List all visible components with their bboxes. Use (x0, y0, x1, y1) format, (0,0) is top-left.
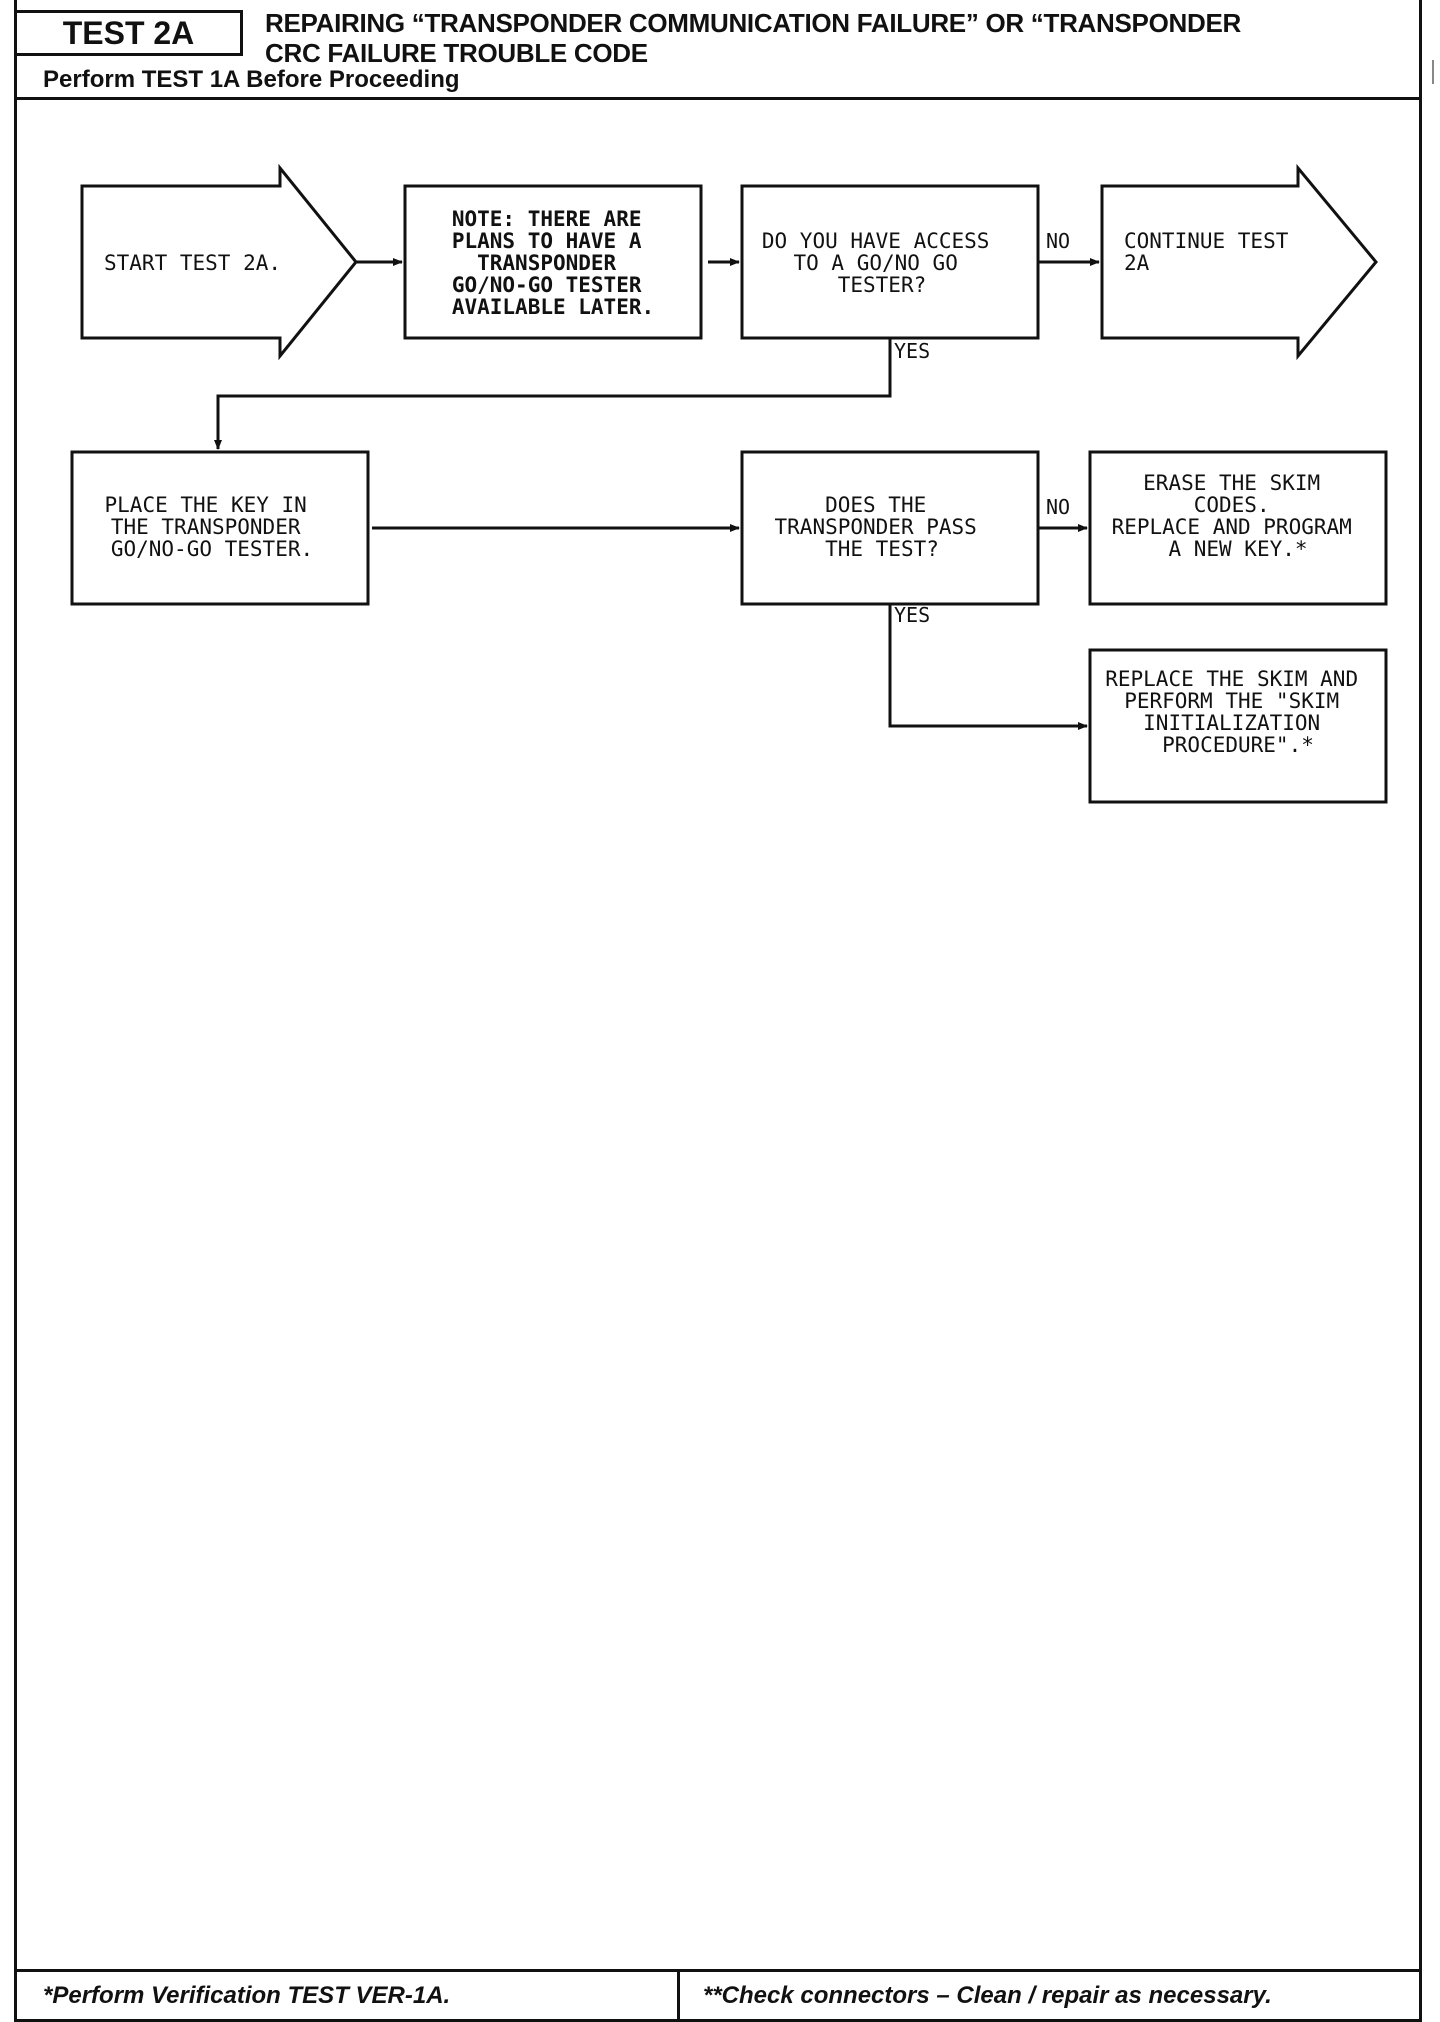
test-id-tab: TEST 2A (17, 10, 243, 56)
pass-test-node-line: TRANSPONDER PASS (775, 515, 977, 539)
continue-node-line: CONTINUE TEST (1124, 229, 1289, 253)
footer-verification-note: *Perform Verification TEST VER-1A. (43, 1982, 451, 2009)
place-key-node-text: PLACE THE KEY IN THE TRANSPONDER GO/NO-G… (105, 493, 320, 561)
manual-page: TEST 2A REPAIRING “TRANSPONDER COMMUNICA… (14, 0, 1422, 2022)
note-node-line: PLANS TO HAVE A (452, 229, 642, 253)
place-key-node (70, 450, 370, 606)
prerequisite-note: Perform TEST 1A Before Proceeding (43, 66, 460, 93)
replace-skim-node-line: INITIALIZATION (1143, 711, 1320, 735)
note-node-line: TRANSPONDER (477, 251, 616, 275)
erase-node-line: REPLACE AND PROGRAM (1112, 515, 1352, 539)
replace-skim-node-line: PERFORM THE "SKIM (1124, 689, 1339, 713)
connector-access-yes (214, 338, 892, 450)
pass-test-node-line: THE TEST? (825, 537, 939, 561)
access-no-label: NO (1046, 229, 1070, 253)
note-node-line: NOTE: THERE ARE (452, 207, 642, 231)
continue-node-line: 2A (1124, 251, 1150, 275)
access-node-line: TESTER? (838, 273, 927, 297)
header: TEST 2A REPAIRING “TRANSPONDER COMMUNICA… (17, 0, 1419, 100)
scan-edge-mark (1432, 60, 1434, 84)
access-node-line: DO YOU HAVE ACCESS (762, 229, 990, 253)
access-yes-label: YES (894, 339, 930, 363)
note-node-line: GO/NO-GO TESTER (452, 273, 642, 297)
start-node (80, 163, 358, 361)
continue-node-text: CONTINUE TEST 2A (1124, 229, 1301, 275)
erase-node-line: CODES. (1194, 493, 1270, 517)
connector-pass-yes (888, 604, 1088, 730)
footer-divider (677, 1972, 680, 2019)
erase-skim-node (1088, 450, 1388, 606)
replace-skim-node-line: PROCEDURE".* (1162, 733, 1314, 757)
page-title-line-2: CRC FAILURE TROUBLE CODE (265, 38, 648, 68)
place-key-node-line: THE TRANSPONDER (111, 515, 301, 539)
erase-node-text: ERASE THE SKIM CODES. REPLACE AND PROGRA… (1112, 471, 1365, 561)
footer: *Perform Verification TEST VER-1A. **Che… (17, 1969, 1419, 2019)
footer-connector-note: **Check connectors – Clean / repair as n… (703, 1982, 1272, 2009)
access-decision-node (740, 184, 1040, 340)
replace-skim-node (1088, 648, 1388, 804)
pass-yes-label: YES (894, 603, 930, 627)
pass-test-node-line: DOES THE (825, 493, 926, 517)
note-node-line: AVAILABLE LATER. (452, 295, 654, 319)
erase-node-line: A NEW KEY.* (1168, 537, 1307, 561)
note-node (403, 184, 703, 340)
place-key-node-line: PLACE THE KEY IN (105, 493, 307, 517)
start-node-text: START TEST 2A. (104, 251, 281, 275)
pass-test-node-text: DOES THE TRANSPONDER PASS THE TEST? (775, 493, 990, 561)
erase-node-line: ERASE THE SKIM (1143, 471, 1320, 495)
pass-test-decision-node (740, 450, 1040, 606)
continue-node (1100, 163, 1378, 361)
access-node-line: TO A GO/NO GO (793, 251, 957, 275)
place-key-node-line: GO/NO-GO TESTER. (111, 537, 313, 561)
page-title-line-1: REPAIRING “TRANSPONDER COMMUNICATION FAI… (265, 8, 1241, 38)
access-node-text: DO YOU HAVE ACCESS TO A GO/NO GO TESTER? (762, 229, 1002, 297)
start-node-line: START TEST 2A. (104, 251, 281, 275)
note-node-text: NOTE: THERE ARE PLANS TO HAVE A TRANSPON… (452, 207, 654, 319)
pass-no-label: NO (1046, 495, 1070, 519)
replace-skim-node-text: REPLACE THE SKIM AND PERFORM THE "SKIM I… (1105, 667, 1371, 757)
replace-skim-node-line: REPLACE THE SKIM AND (1105, 667, 1358, 691)
